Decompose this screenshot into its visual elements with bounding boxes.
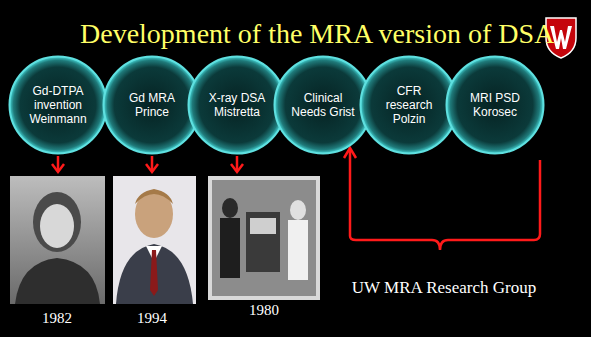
uw-logo bbox=[546, 18, 576, 58]
photo-dsa-lab bbox=[208, 176, 320, 300]
year-label: 1994 bbox=[137, 310, 167, 327]
glow-circle: Clinical Needs Grist bbox=[273, 55, 373, 155]
glow-circle: CFR research Polzin bbox=[359, 55, 459, 155]
year-label: 1980 bbox=[249, 302, 279, 319]
circle-label: Gd-DTPA invention Weinmann bbox=[25, 84, 91, 126]
photo-weinmann bbox=[10, 176, 105, 304]
photo-prince bbox=[113, 176, 196, 304]
circle-label: Clinical Needs Grist bbox=[290, 91, 356, 119]
circle-label: X-ray DSA Mistretta bbox=[204, 91, 270, 119]
glow-circle: Gd-DTPA invention Weinmann bbox=[8, 55, 108, 155]
group-label: UW MRA Research Group bbox=[352, 278, 536, 298]
slide-title: Development of the MRA version of DSA bbox=[80, 18, 540, 50]
red-arrows bbox=[52, 148, 540, 250]
glow-circle: MRI PSD Korosec bbox=[445, 55, 545, 155]
glow-circle: Gd MRA Prince bbox=[102, 55, 202, 155]
circle-label: CFR research Polzin bbox=[376, 84, 442, 126]
year-label: 1982 bbox=[42, 310, 72, 327]
circle-label: MRI PSD Korosec bbox=[462, 91, 528, 119]
glow-circle: X-ray DSA Mistretta bbox=[187, 55, 287, 155]
circle-label: Gd MRA Prince bbox=[119, 91, 185, 119]
